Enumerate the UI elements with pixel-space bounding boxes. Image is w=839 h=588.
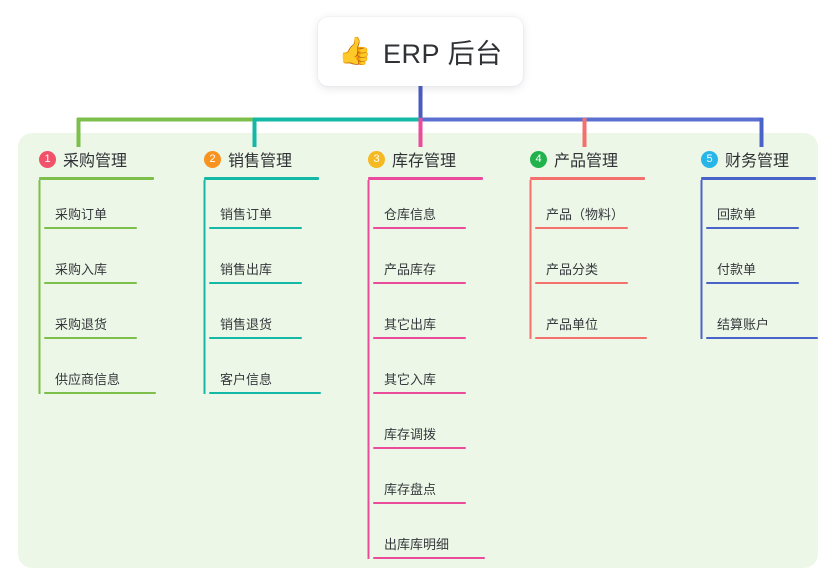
column-header-rule <box>701 177 816 180</box>
menu-item-rule <box>373 282 466 284</box>
menu-item-rule <box>44 227 137 229</box>
menu-item-rule <box>535 337 647 339</box>
root-node-content: 👍 ERP 后台 <box>338 32 502 71</box>
column-header-rule <box>530 177 645 180</box>
menu-item-rule <box>373 392 466 394</box>
menu-item-rule <box>209 392 321 394</box>
menu-item-rule <box>209 282 302 284</box>
menu-item-label: 结算账户 <box>717 317 770 332</box>
column-title: 财务管理 <box>725 153 790 170</box>
menu-item-label: 其它出库 <box>384 317 437 332</box>
column-number-badge: 4 <box>530 150 547 168</box>
menu-item[interactable]: 产品单位 <box>530 314 647 339</box>
menu-item-rule <box>209 227 302 229</box>
menu-item[interactable]: 销售出库 <box>204 259 304 284</box>
menu-item-rule <box>373 557 485 559</box>
column-title: 销售管理 <box>228 153 293 170</box>
menu-item-label: 采购退货 <box>55 317 108 332</box>
menu-item-rule <box>373 337 466 339</box>
menu-item[interactable]: 供应商信息 <box>39 369 156 394</box>
menu-item-label: 出库库明细 <box>384 537 450 552</box>
menu-item[interactable]: 付款单 <box>701 259 801 284</box>
menu-item-rule <box>44 392 156 394</box>
column-1: 1 采购管理采购订单采购入库采购退货供应商信息 <box>39 147 156 400</box>
menu-item-label: 销售退货 <box>220 317 273 332</box>
menu-item[interactable]: 产品（物料） <box>530 204 630 229</box>
menu-item[interactable]: 其它入库 <box>368 369 468 394</box>
menu-item-rule <box>209 337 302 339</box>
column-header-rule <box>39 177 154 180</box>
menu-item[interactable]: 出库库明细 <box>368 534 485 559</box>
menu-item-label: 产品分类 <box>546 262 599 277</box>
menu-item[interactable]: 采购入库 <box>39 259 139 284</box>
content-panel <box>18 133 818 568</box>
menu-item-label: 客户信息 <box>220 372 273 387</box>
menu-item-label: 回款单 <box>717 207 757 222</box>
menu-item-rule <box>373 447 466 449</box>
menu-item-rule <box>373 502 466 504</box>
column-header-rule <box>368 177 483 180</box>
column-4: 4 产品管理产品（物料） 产品分类产品单位 <box>530 147 647 345</box>
menu-item[interactable]: 采购订单 <box>39 204 139 229</box>
menu-item-label: 仓库信息 <box>384 207 437 222</box>
menu-item[interactable]: 销售订单 <box>204 204 304 229</box>
column-items: 仓库信息产品库存其它出库其它入库库存调拨库存盘点出库库明细 <box>368 180 485 565</box>
menu-item-rule <box>706 282 799 284</box>
menu-item-label: 付款单 <box>717 262 757 277</box>
menu-item[interactable]: 库存盘点 <box>368 479 468 504</box>
menu-item[interactable]: 仓库信息 <box>368 204 468 229</box>
menu-item[interactable]: 销售退货 <box>204 314 304 339</box>
menu-item-label: 采购订单 <box>55 207 108 222</box>
column-3: 3 库存管理仓库信息产品库存其它出库其它入库库存调拨库存盘点出库库明细 <box>368 147 485 565</box>
column-items: 销售订单销售出库销售退货客户信息 <box>204 180 321 400</box>
menu-item-rule <box>706 337 818 339</box>
column-number-badge: 5 <box>701 150 718 168</box>
column-header-2[interactable]: 2 销售管理 <box>204 147 319 171</box>
root-node-card[interactable]: 👍 ERP 后台 <box>318 17 523 86</box>
menu-item-label: 库存盘点 <box>384 482 437 497</box>
menu-item-rule <box>373 227 466 229</box>
column-number-badge: 1 <box>39 150 56 168</box>
column-number-badge: 3 <box>368 150 385 168</box>
menu-item-rule <box>706 227 799 229</box>
menu-item[interactable]: 产品库存 <box>368 259 468 284</box>
menu-item[interactable]: 结算账户 <box>701 314 818 339</box>
column-number-badge: 2 <box>204 150 221 168</box>
menu-item[interactable]: 采购退货 <box>39 314 139 339</box>
menu-item-label: 产品库存 <box>384 262 437 277</box>
menu-item-label: 其它入库 <box>384 372 437 387</box>
menu-item[interactable]: 其它出库 <box>368 314 468 339</box>
column-title: 产品管理 <box>554 153 619 170</box>
column-header-1[interactable]: 1 采购管理 <box>39 147 154 171</box>
menu-item-rule <box>44 337 137 339</box>
column-items: 回款单付款单结算账户 <box>701 180 818 345</box>
column-items: 产品（物料） 产品分类产品单位 <box>530 180 647 345</box>
menu-item[interactable]: 客户信息 <box>204 369 321 394</box>
menu-item-label: 库存调拨 <box>384 427 437 442</box>
menu-item-label: 采购入库 <box>55 262 108 277</box>
thumbs-up-icon: 👍 <box>338 36 373 66</box>
root-node-title: ERP 后台 <box>383 39 503 69</box>
menu-item-label: 销售出库 <box>220 262 273 277</box>
column-2: 2 销售管理销售订单销售出库销售退货客户信息 <box>204 147 321 400</box>
menu-item[interactable]: 产品分类 <box>530 259 630 284</box>
column-header-rule <box>204 177 319 180</box>
column-header-4[interactable]: 4 产品管理 <box>530 147 645 171</box>
column-title: 库存管理 <box>392 153 457 170</box>
menu-item-rule <box>44 282 137 284</box>
column-header-5[interactable]: 5 财务管理 <box>701 147 816 171</box>
menu-item-label: 产品单位 <box>546 317 599 332</box>
column-title: 采购管理 <box>63 153 128 170</box>
menu-item-label: 销售订单 <box>220 207 273 222</box>
column-header-3[interactable]: 3 库存管理 <box>368 147 483 171</box>
menu-item[interactable]: 库存调拨 <box>368 424 468 449</box>
column-5: 5 财务管理回款单付款单结算账户 <box>701 147 818 345</box>
menu-item-label: 产品（物料） <box>546 207 625 222</box>
menu-item-label: 供应商信息 <box>55 372 121 387</box>
menu-item-rule <box>535 227 628 229</box>
menu-item-rule <box>535 282 628 284</box>
menu-item[interactable]: 回款单 <box>701 204 801 229</box>
column-items: 采购订单采购入库采购退货供应商信息 <box>39 180 156 400</box>
